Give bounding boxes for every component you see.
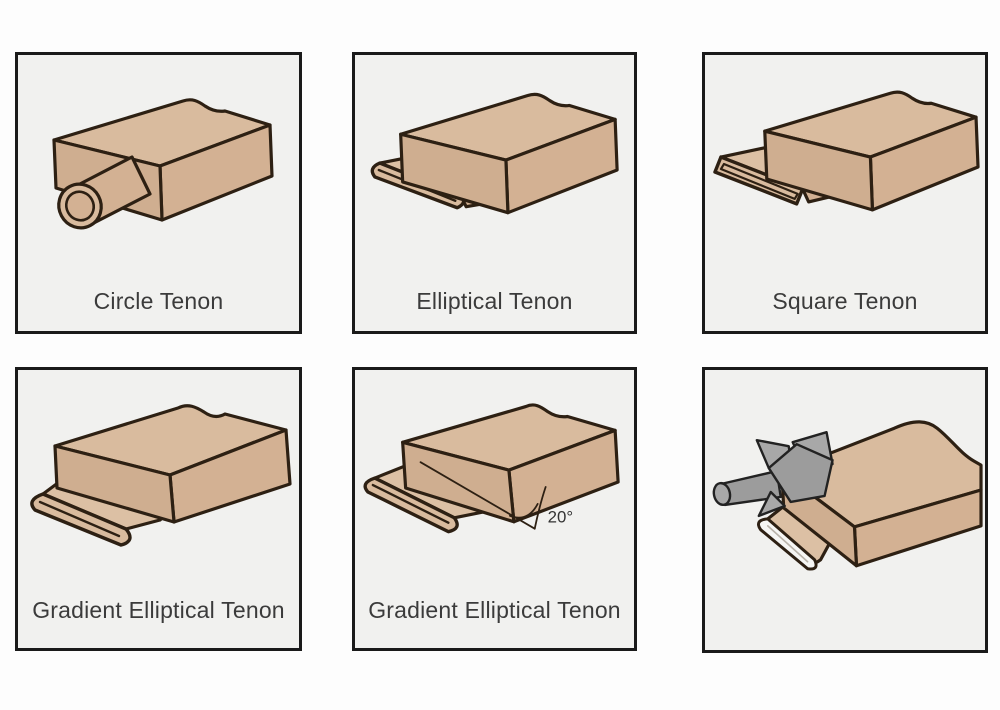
wood-block — [399, 92, 619, 215]
router-bit-icon — [712, 431, 834, 518]
wood-block — [53, 404, 292, 524]
panel-elliptical-tenon: Elliptical Tenon — [352, 52, 637, 334]
panel-circle-tenon: Circle Tenon — [15, 52, 302, 334]
panel-label: Gradient Elliptical Tenon — [368, 597, 621, 623]
angle-annotation — [419, 461, 547, 530]
round-tenon — [57, 155, 152, 230]
router-cut-illustration — [712, 420, 983, 571]
panel-label: Elliptical Tenon — [416, 288, 573, 314]
square-tenon-illustration — [713, 90, 980, 212]
panel-label: Square Tenon — [772, 288, 918, 314]
elliptical-tenon-illustration — [370, 92, 619, 215]
panel-router-cut-tenon — [702, 367, 988, 653]
wood-block — [763, 90, 980, 212]
panel-label: Circle Tenon — [93, 288, 224, 314]
angle-value: 20° — [548, 508, 574, 527]
circle-tenon-illustration — [52, 98, 274, 230]
panel-label: Gradient Elliptical Tenon — [32, 597, 285, 623]
panel-square-tenon: Square Tenon — [702, 52, 988, 334]
panel-gradient-elliptical-tenon: Gradient Elliptical Tenon — [15, 367, 302, 651]
panel-gradient-elliptical-tenon-angle: 20° Gradient Elliptical Tenon — [352, 367, 637, 651]
gradient-elliptical-tenon-angle-illustration: 20° — [363, 403, 620, 534]
wood-block — [401, 403, 620, 524]
gradient-elliptical-tenon-illustration — [30, 404, 292, 547]
